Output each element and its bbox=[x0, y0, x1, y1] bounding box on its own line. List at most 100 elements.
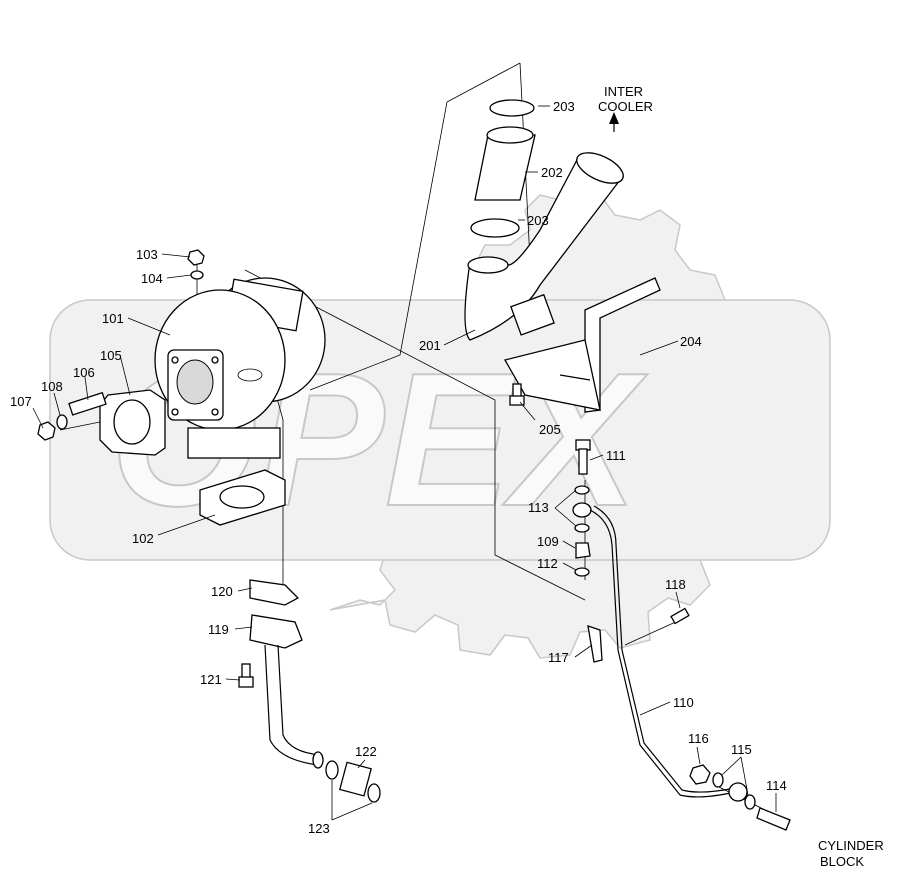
gasket-102 bbox=[199, 469, 286, 526]
leader-113-a bbox=[554, 489, 577, 509]
washer-113-lower bbox=[574, 523, 590, 533]
turbo-flange-hole bbox=[211, 356, 219, 364]
leader-113-b bbox=[554, 507, 577, 527]
washer-104 bbox=[190, 270, 204, 280]
callout-inter-cooler-1: INTER bbox=[604, 84, 643, 99]
leader-110 bbox=[639, 701, 671, 716]
callout-cylinder-block-2: BLOCK bbox=[820, 854, 864, 869]
label-108: 108 bbox=[41, 379, 63, 394]
leader-201 bbox=[443, 329, 476, 346]
pipe-110 bbox=[589, 509, 736, 798]
hose-202-top bbox=[486, 126, 534, 144]
turbocharger bbox=[154, 277, 326, 459]
part-labels: 103 104 101 105 106 108 107 102 203 202 … bbox=[10, 84, 884, 869]
leader-109 bbox=[562, 540, 576, 549]
leader-205 bbox=[519, 401, 536, 421]
callout-cylinder-block-1: CYLINDER bbox=[818, 838, 884, 853]
label-113: 113 bbox=[528, 500, 549, 515]
clip-117 bbox=[587, 625, 603, 663]
nut-103 bbox=[187, 249, 205, 266]
leader-112 bbox=[562, 562, 577, 571]
watermark: OPEX bbox=[49, 187, 831, 659]
turbo-outlet-flange bbox=[187, 427, 281, 459]
banjo-fitting bbox=[572, 502, 592, 518]
assembly-line-oil-feed bbox=[244, 269, 586, 601]
leader-103 bbox=[161, 253, 191, 258]
turbo-flange-hole bbox=[171, 356, 179, 364]
label-201: 201 bbox=[419, 338, 441, 353]
gasket-outlet-hole bbox=[219, 485, 265, 509]
label-119: 119 bbox=[208, 622, 229, 637]
stud-nut-set bbox=[37, 391, 107, 441]
intercooler-hose-set bbox=[464, 99, 624, 341]
leader-123-b bbox=[331, 802, 373, 821]
washer-113-upper bbox=[574, 485, 590, 495]
label-106: 106 bbox=[73, 365, 95, 380]
pipe-201-outlet bbox=[576, 152, 624, 184]
leader-122 bbox=[357, 759, 366, 769]
label-122: 122 bbox=[355, 744, 377, 759]
leader-119 bbox=[234, 626, 253, 630]
leader-121 bbox=[225, 678, 241, 681]
bolt-205 bbox=[509, 383, 525, 406]
leader-108 bbox=[53, 392, 61, 416]
bolt-111-shank bbox=[578, 448, 588, 475]
gasket-105 bbox=[99, 389, 166, 456]
clamp-123-a bbox=[325, 760, 339, 780]
label-123: 123 bbox=[308, 821, 330, 836]
leader-116 bbox=[696, 746, 701, 765]
oil-drain-line bbox=[238, 579, 381, 803]
leader-204 bbox=[639, 340, 679, 356]
leader-117 bbox=[574, 644, 593, 658]
bolt-118 bbox=[670, 607, 690, 625]
pipe-119 bbox=[264, 644, 319, 766]
leader-115-a bbox=[721, 756, 742, 776]
callout-inter-cooler-2: COOLER bbox=[598, 99, 653, 114]
clamp-203-lower bbox=[470, 218, 520, 238]
pipe-201-bracket-tab bbox=[510, 293, 555, 336]
label-203-upper: 203 bbox=[553, 99, 575, 114]
label-114: 114 bbox=[766, 778, 787, 793]
label-117: 117 bbox=[548, 650, 569, 665]
pipe-119-end bbox=[312, 751, 324, 769]
oil-feed-line bbox=[572, 439, 791, 831]
label-202: 202 bbox=[541, 165, 563, 180]
label-116: 116 bbox=[688, 731, 709, 746]
washer-112 bbox=[574, 567, 590, 577]
label-109: 109 bbox=[537, 534, 559, 549]
bracket-base bbox=[504, 339, 601, 411]
leader-106 bbox=[84, 376, 89, 401]
label-101: 101 bbox=[102, 311, 124, 326]
assembly-line-bolt-118 bbox=[624, 619, 681, 646]
label-107: 107 bbox=[10, 394, 32, 409]
gasket-inlet-hole bbox=[113, 399, 151, 445]
turbo-inlet-port bbox=[176, 359, 214, 405]
leader-118 bbox=[675, 591, 681, 609]
washer-115-a bbox=[712, 772, 724, 788]
nut-109 bbox=[575, 542, 591, 559]
label-120: 120 bbox=[211, 584, 233, 599]
clamp-123-b bbox=[367, 783, 381, 803]
bracket-slot bbox=[559, 374, 591, 381]
hose-202 bbox=[474, 134, 536, 201]
pipe-110-outline bbox=[593, 505, 736, 793]
label-104: 104 bbox=[141, 271, 163, 286]
leader-105 bbox=[119, 354, 131, 396]
turbo-oil-port bbox=[237, 368, 263, 382]
gasket-120 bbox=[249, 579, 300, 606]
hose-122 bbox=[338, 761, 372, 797]
label-204: 204 bbox=[680, 334, 702, 349]
flange-119 bbox=[249, 614, 303, 649]
bracket-vertical bbox=[584, 277, 661, 413]
label-118: 118 bbox=[665, 577, 686, 592]
leader-lines bbox=[32, 105, 777, 821]
leader-111 bbox=[589, 454, 604, 461]
pipe-119-outline bbox=[277, 644, 321, 756]
label-103: 103 bbox=[136, 247, 158, 262]
leader-104 bbox=[166, 274, 192, 279]
washer-115-b bbox=[744, 794, 756, 810]
washer-108 bbox=[56, 414, 68, 430]
label-110: 110 bbox=[673, 695, 694, 710]
label-102: 102 bbox=[132, 531, 154, 546]
